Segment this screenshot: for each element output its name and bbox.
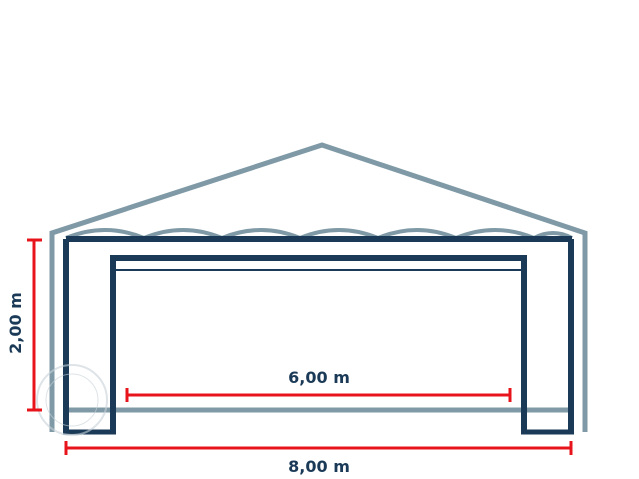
brand-watermark-icon	[36, 364, 108, 436]
inner-opening	[110, 255, 527, 433]
outer-roof-and-walls	[49, 142, 588, 432]
inner-width-label: 6,00 m	[288, 368, 350, 387]
outer-width-dimension: 8,00 m	[64, 441, 573, 476]
outer-frame	[49, 142, 588, 432]
inner-frame	[63, 236, 574, 435]
height-dimension: 2,00 m	[6, 238, 42, 412]
outer-width-label: 8,00 m	[288, 457, 350, 476]
height-label: 2,00 m	[6, 292, 25, 354]
inner-width-dimension: 6,00 m	[125, 368, 512, 402]
